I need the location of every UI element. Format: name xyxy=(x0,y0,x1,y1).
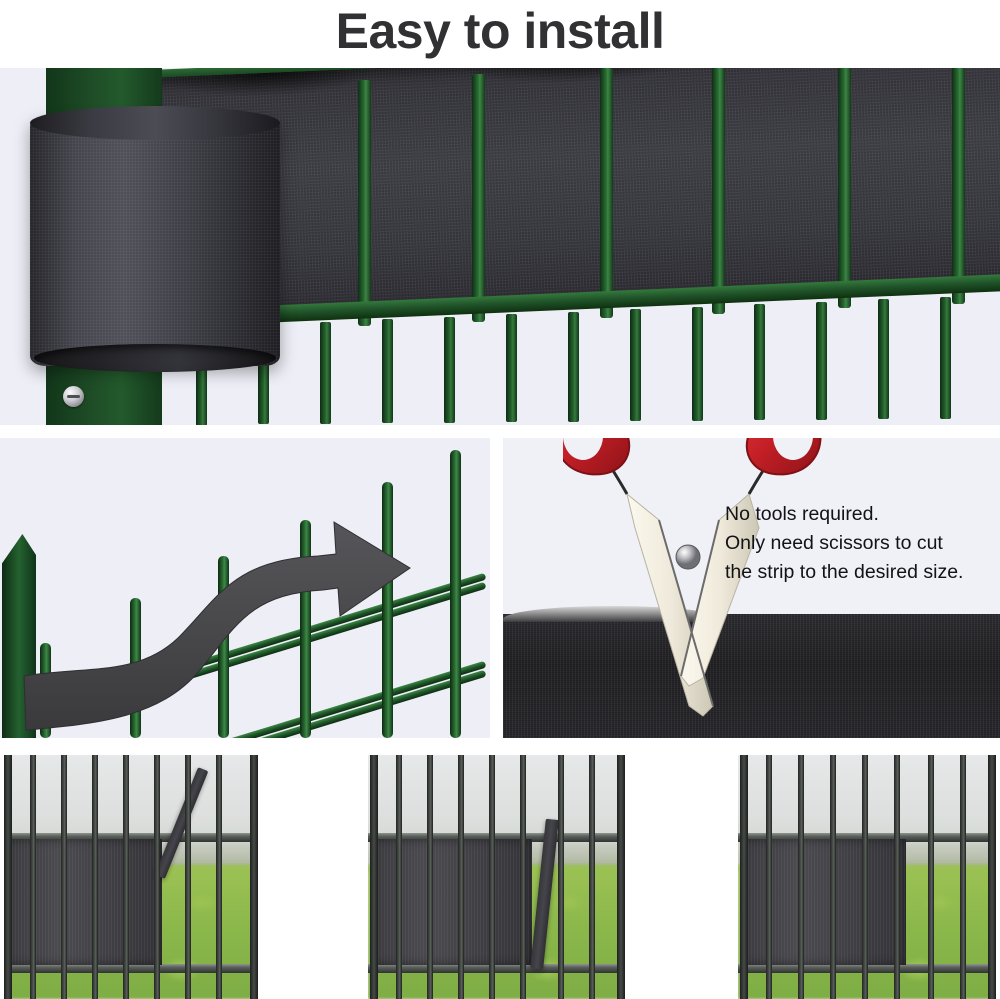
weaving-direction-arrow-icon xyxy=(18,498,478,738)
fence-bar xyxy=(30,755,36,999)
fence-vertical-wire xyxy=(382,482,393,738)
fence-vertical-bar xyxy=(712,68,725,314)
privacy-strip-roll-top xyxy=(30,106,280,140)
fence-bar xyxy=(589,755,595,999)
caption-line-3: the strip to the desired size. xyxy=(725,561,964,583)
fence-bar xyxy=(830,755,836,999)
fence-bar xyxy=(894,755,900,999)
fence-vertical-bar xyxy=(358,80,371,326)
fence-bar xyxy=(216,755,222,999)
fence-vertical-bar xyxy=(838,68,851,308)
fence-bar xyxy=(489,755,495,999)
fence-picket xyxy=(692,307,703,421)
fence-photo-step-3 xyxy=(738,755,996,999)
fence-bar xyxy=(396,755,402,999)
fence-bar xyxy=(960,755,966,999)
fence-frame-left xyxy=(370,755,378,999)
fence-bar xyxy=(798,755,804,999)
caption-line-2: Only need scissors to cut xyxy=(725,532,943,554)
fence-frame-right xyxy=(250,755,258,999)
privacy-strip-roll xyxy=(30,116,280,366)
fence-picket xyxy=(320,322,331,424)
fence-picket xyxy=(382,319,393,423)
fence-picket xyxy=(630,309,641,421)
fence-bar xyxy=(154,755,160,999)
scissors-icon xyxy=(554,438,823,738)
fence-bar xyxy=(520,755,526,999)
fence-photo-step-2 xyxy=(368,755,625,999)
fence-vertical-bar xyxy=(600,68,613,318)
fence-bar xyxy=(558,755,564,999)
page-title: Easy to install xyxy=(335,3,665,59)
fence-vertical-wire xyxy=(300,520,311,738)
fence-rail-upper xyxy=(368,833,625,842)
fence-rail-upper xyxy=(4,833,258,842)
fence-picket xyxy=(878,299,889,419)
fence-bar xyxy=(458,755,464,999)
fence-frame-left xyxy=(740,755,748,999)
fence-vertical-wire xyxy=(218,556,229,738)
fence-picket xyxy=(816,302,827,420)
fence-picket xyxy=(754,304,765,420)
panel-strip-roll-on-fence xyxy=(0,68,1000,425)
fence-picket xyxy=(196,326,207,425)
fence-picket xyxy=(444,317,455,423)
fence-frame-left xyxy=(4,755,12,999)
fence-photo-step-1 xyxy=(4,755,258,999)
fence-bar xyxy=(928,755,934,999)
fence-bar xyxy=(185,755,191,999)
mounting-screw-icon xyxy=(63,386,84,407)
fence-picket xyxy=(940,297,951,419)
fence-bar xyxy=(61,755,67,999)
fence-picket xyxy=(506,314,517,422)
fence-bar xyxy=(427,755,433,999)
fence-vertical-bar xyxy=(952,68,965,304)
fence-frame-right xyxy=(617,755,625,999)
fence-rail-lower xyxy=(4,964,258,973)
fence-picket xyxy=(258,324,269,424)
fence-bar xyxy=(123,755,129,999)
strip-roll-side xyxy=(503,614,1000,738)
panel-weaving-direction xyxy=(0,438,490,738)
fence-vertical-wire xyxy=(450,450,461,738)
fence-frame-right xyxy=(988,755,996,999)
fence-bar xyxy=(862,755,868,999)
fence-picket xyxy=(568,312,579,422)
panel-scissors-cutting: No tools required. Only need scissors to… xyxy=(503,438,1000,738)
fence-bar xyxy=(92,755,98,999)
fence-vertical-bar xyxy=(472,74,485,322)
privacy-strip-roll-bottom xyxy=(34,344,276,372)
caption-line-1: No tools required. xyxy=(725,503,879,525)
scissors-caption: No tools required. Only need scissors to… xyxy=(725,500,995,587)
fence-bar xyxy=(766,755,772,999)
fence-rail-lower xyxy=(368,964,625,973)
